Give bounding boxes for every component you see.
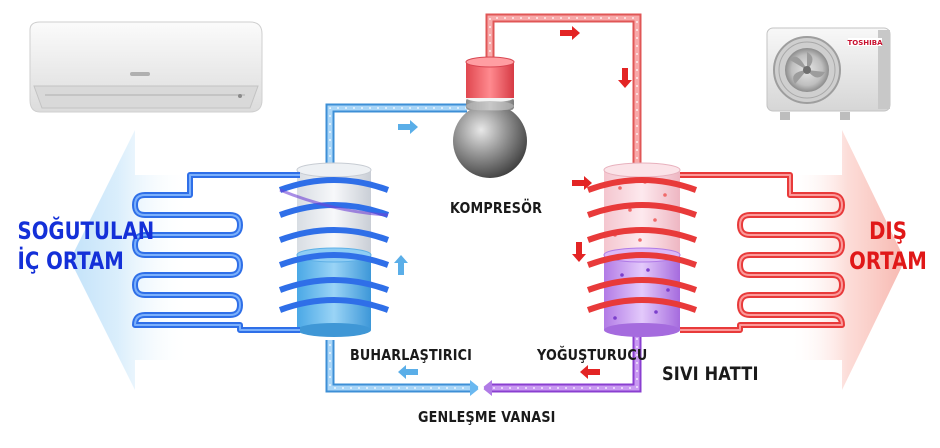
flow-arrow-discharge-down [618,68,632,88]
indoor-space-label-line1: SOĞUTULAN [17,217,155,245]
outdoor-coil [680,172,845,333]
outdoor-space-label-line2: ORTAM [849,247,927,275]
compressor [453,56,527,178]
indoor-coil [132,172,300,333]
evaporator-label: BUHARLAŞTIRICI [350,346,473,364]
pipe-expansion-return [325,340,472,393]
flow-arrow-cond-down [572,242,586,262]
flow-arrow-return [398,365,418,379]
pipe-liquid-line [490,330,642,393]
condenser-label: YOĞUŞTURUCU [537,346,648,364]
indoor-unit [29,21,263,113]
outdoor-space-label: DIŞ ORTAM [847,216,929,276]
flow-arrow-cond-in [572,176,592,190]
indoor-space-label-line2: İÇ ORTAM [17,247,124,275]
outdoor-unit-brand: TOSHIBA [848,39,884,47]
compressor-label: KOMPRESÖR [450,199,543,217]
flow-arrows [394,26,632,379]
evaporator-spiral [278,177,390,313]
liquid-line-label: SIVI HATTI [662,363,759,385]
flow-arrow-evap-up [394,255,408,275]
indoor-space-label: SOĞUTULAN İÇ ORTAM [17,216,155,276]
pipe-discharge-line [485,13,642,170]
pipe-suction-line [325,103,467,165]
expansion-valve [470,380,492,396]
condenser-cylinder [603,162,681,337]
outdoor-unit: TOSHIBA [766,27,891,120]
flow-arrow-suction [398,120,418,134]
flow-arrow-liquid [580,365,600,379]
flow-arrow-discharge [560,26,580,40]
outdoor-space-label-line1: DIŞ [869,217,907,245]
evaporator-cylinder [296,162,372,337]
expansion-valve-label: GENLEŞME VANASI [418,408,556,426]
condenser-spiral [586,177,698,313]
